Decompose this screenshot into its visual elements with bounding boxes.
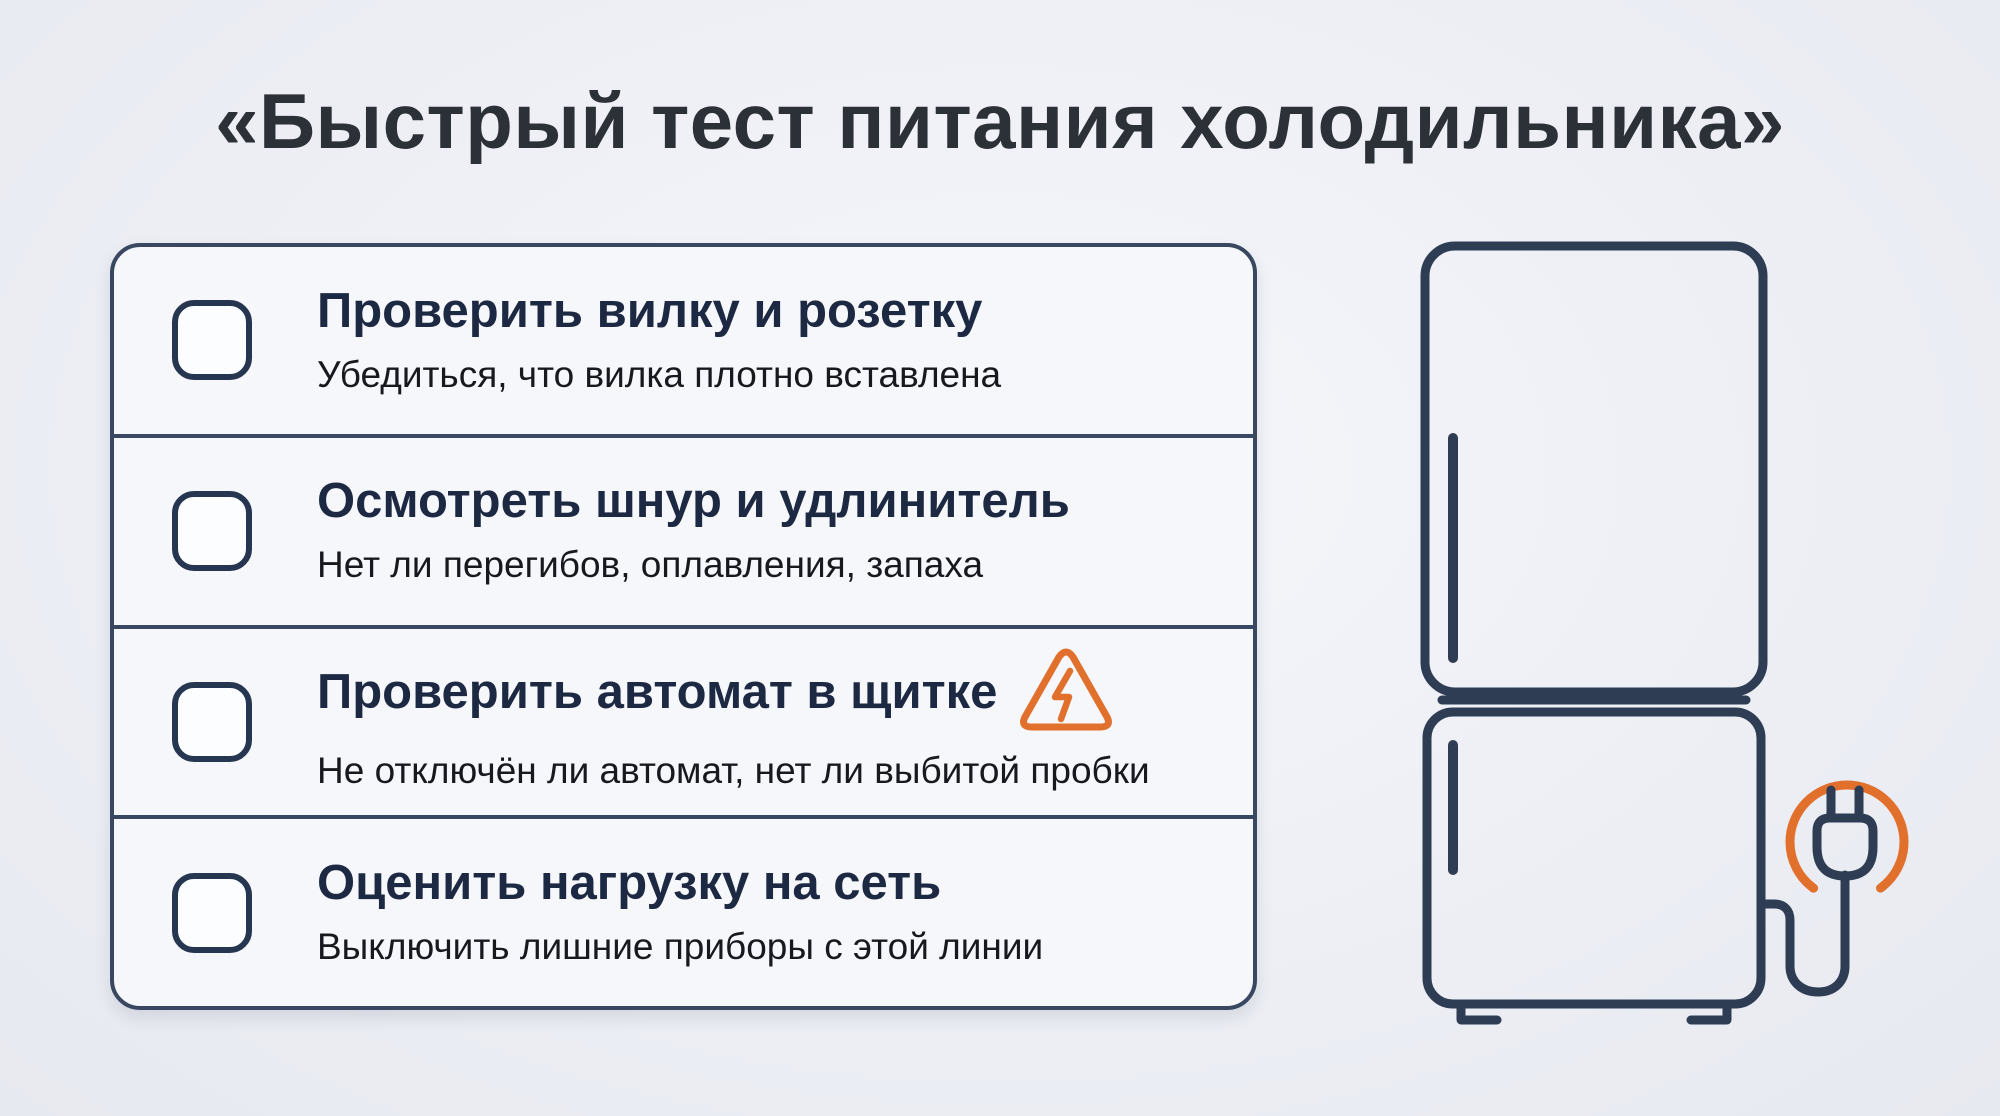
task-text-3: Проверить автомат в щитке Не отключён ли…: [317, 648, 1150, 793]
task-checkbox-4[interactable]: [172, 872, 252, 953]
task-checkbox-3[interactable]: [172, 681, 252, 762]
task-text-1: Проверить вилку и розетку Убедиться, что…: [317, 283, 1002, 396]
task-subtitle-3: Не отключён ли автомат, нет ли выбитой п…: [317, 750, 1150, 792]
task-subtitle-4: Выключить лишние приборы с этой линии: [317, 925, 1044, 967]
power-cord: [1756, 870, 1850, 997]
task-title-3: Проверить автомат в щитке: [317, 665, 998, 720]
page-title: «Быстрый тест питания холодильника»: [215, 77, 1785, 165]
checklist-panel: Проверить вилку и розетку Убедиться, что…: [110, 243, 1257, 1010]
fridge-illustration: [1400, 230, 1960, 1050]
fridge-with-plug-svg: [1420, 241, 1909, 1025]
task-text-4: Оценить нагрузку на сеть Выключить лишни…: [317, 855, 1044, 968]
task-checkbox-2[interactable]: [172, 491, 252, 572]
task-subtitle-1: Убедиться, что вилка плотно вставлена: [317, 353, 1002, 395]
task-title-1: Проверить вилку и розетку: [317, 283, 983, 338]
task-text-2: Осмотреть шнур и удлинитель Нет ли перег…: [317, 475, 1070, 586]
task-checkbox-1[interactable]: [172, 300, 252, 381]
checklist-row-1: Проверить вилку и розетку Убедиться, что…: [114, 247, 1253, 438]
task-title-4: Оценить нагрузку на сеть: [317, 855, 942, 910]
plug-highlight-circle: [1785, 780, 1909, 904]
checklist-row-2: Осмотреть шнур и удлинитель Нет ли перег…: [114, 438, 1253, 629]
checklist-row-3: Проверить автомат в щитке Не отключён ли…: [114, 629, 1253, 820]
checklist-row-4: Оценить нагрузку на сеть Выключить лишни…: [114, 819, 1253, 1006]
power-plug-icon: [1785, 780, 1909, 904]
fridge-icon: [1420, 241, 1768, 1025]
task-subtitle-2: Нет ли перегибов, оплавления, запаха: [317, 544, 984, 586]
warning-triangle-icon: [1020, 648, 1113, 731]
task-title-2: Осмотреть шнур и удлинитель: [317, 474, 1070, 529]
